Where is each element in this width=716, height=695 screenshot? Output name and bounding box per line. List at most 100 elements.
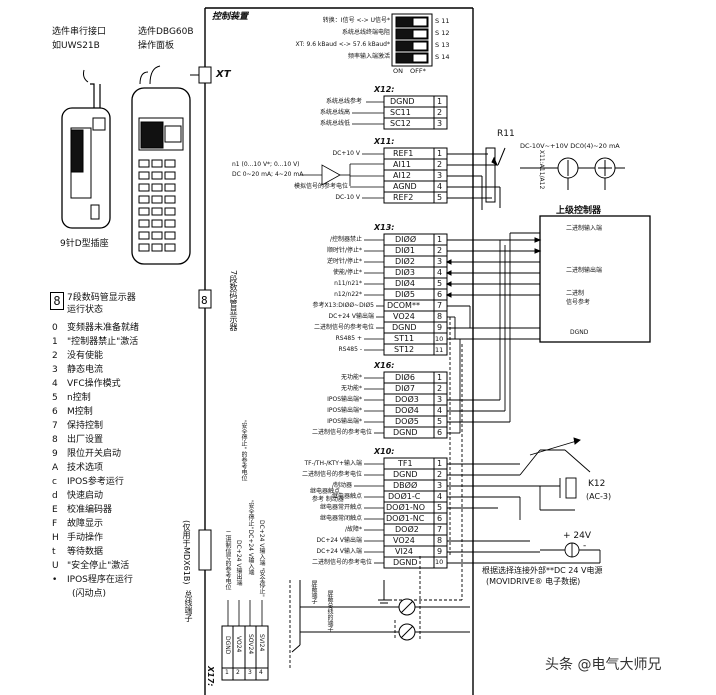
status-desc: 限位开关启动 [67,449,122,459]
terminal-pin: 2 [437,108,443,117]
status-code: t [52,547,56,557]
x17-title: X17: [206,666,215,687]
switch-off-label: OFF* [410,67,426,75]
watermark: 头条 @电气大师兄 [545,657,662,673]
terminal-desc: 使能/停止* [332,269,362,276]
panel-subtitle: 操作面板 [138,41,175,51]
terminal-pin: 6 [437,428,443,437]
terminal-desc: TF-/TH-/KTY+输入端 [304,460,363,467]
terminal-pin: 5 [437,417,443,426]
terminal-pin: 7 [437,301,443,310]
terminal-desc: /制动器 [331,482,352,489]
panel-title: 选件DBG60B [138,27,194,37]
x17-pin: 2 [236,669,240,676]
status-desc: 出厂设置 [67,435,104,445]
x13-title: X13: [374,223,395,232]
seven-segment-icon [198,289,212,309]
status-code: 5 [52,393,58,403]
terminal-desc: DC+24 V输出端 [328,313,374,320]
terminal-signal: DGND [393,470,418,479]
terminal-desc: 二进制信号的参考电位 [311,429,372,436]
x17-safe-ref: "安全停止" 的参考电位 [240,420,247,482]
status-code: U [52,561,59,571]
terminal-desc: 系统总线低 [319,120,350,127]
switch-desc: 系统总线终端电阻 [341,29,390,36]
plc-output-label: 二进制输出端 [566,267,603,274]
terminal-signal: DIØØ [395,235,417,244]
status-code: 7 [52,421,58,431]
shield-clamps [291,580,470,653]
terminal-desc: 逆时针/停止* [326,258,362,265]
shield-label: 屏蔽总线的端子 [326,590,333,632]
status-desc: 校准编码器 [67,505,113,515]
terminal-desc: DC+24 V输出端 [316,537,362,544]
status-code: 3 [52,365,58,375]
terminal-signal: DOØ3 [395,395,419,404]
status-desc: 手动操作 [67,533,104,543]
serial-interface-device [61,69,111,229]
relay-desc-1: 继电器触点 [310,488,341,495]
terminal-desc: 继电器常开触点 [319,504,362,511]
terminal-signal: REF1 [393,149,414,158]
status-code: E [52,505,58,515]
terminal-signal: REF2 [393,193,414,202]
status-header-2: 运行状态 [67,305,104,315]
terminal-signal: DGND [392,323,417,332]
terminal-desc: IPOS输出端* [327,407,362,414]
terminal-blocks [221,95,448,681]
xt-label: XT [216,69,231,80]
status-code: 4 [52,379,58,389]
x17-desc: 二进制信号的参考电位 [224,530,231,590]
terminal-signal: DGND [390,97,415,106]
status-desc: "控制器禁止"激活 [67,337,139,347]
terminal-signal: SC12 [390,119,411,128]
dip-switch-block [391,13,433,67]
ac3-label: (AC-3) [586,492,612,501]
terminal-pin: 3 [437,257,443,266]
x17-signal: SVI24 [258,634,265,652]
terminal-pin: 3 [437,119,443,128]
status-desc: IPOS参考运行 [67,477,124,487]
terminal-pin: 6 [437,514,443,523]
analog-input-range-ma: DC 0~20 mA; 4~20 mA [232,171,304,178]
terminal-desc: 顺时针/停止* [326,247,362,254]
status-header-1: 7段数码管显示器 [67,293,136,303]
switch-id[interactable]: S 13 [435,41,450,49]
control-device-frame [204,7,474,695]
status-code: A [52,463,59,473]
terminal-signal: DIØ1 [395,246,415,255]
switch-id[interactable]: S 14 [435,53,450,61]
status-desc: M控制 [67,407,93,417]
terminal-desc: 二进制信号的参考电位 [313,324,374,331]
seven-segment-icon: 8 [50,292,64,310]
x17-desc: DC+24 V输出端 [235,540,242,586]
switch-desc: 转换：I信号 <-> U信号* [322,17,390,24]
plc-input-label: 二进制输入端 [566,225,603,232]
relay-desc-2: 参考 制动器 [312,496,344,503]
switch-desc: XT: 9.6 kBaud <-> 57.6 kBaud* [295,41,390,48]
status-code: • [52,575,58,585]
status-desc: 技术选项 [67,463,104,473]
frame-title: 控制装置 [212,12,249,22]
switch-desc: 频率输入端激活 [347,53,390,60]
x11-title: X11: [374,137,395,146]
terminal-pin: 1 [437,149,443,158]
switch-id[interactable]: S 11 [435,17,450,25]
terminal-desc: 模拟信号的参考电位 [293,183,348,190]
terminal-signal: DOØ1-NC [386,514,425,523]
status-last-note: (闪动点) [72,589,107,599]
terminal-pin: 10 [435,558,444,566]
terminal-pin: 1 [437,235,443,244]
x17-ground-label: 总线端子 [184,590,193,622]
switch-id[interactable]: S 12 [435,29,450,37]
operating-panel-device [131,65,191,265]
x17-pin: 4 [259,669,263,676]
terminal-signal: TF1 [398,459,413,468]
terminal-pin: 11 [435,346,444,354]
terminal-desc: 无功能* [340,374,362,381]
terminal-signal: AI12 [393,171,412,180]
terminal-signal: DOØ1-NO [386,503,426,512]
terminal-pin: 2 [437,246,443,255]
status-desc: VFC操作模式 [67,379,121,389]
terminal-pin: 4 [437,182,443,191]
